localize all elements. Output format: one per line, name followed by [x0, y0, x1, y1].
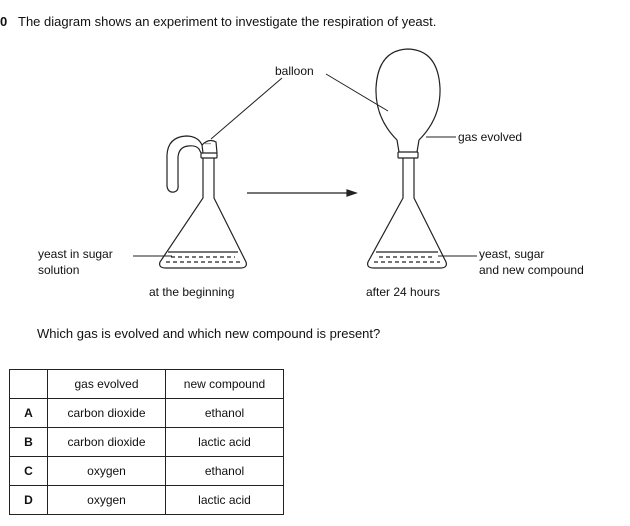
table-header-row: gas evolved new compound	[9, 369, 284, 399]
question-text: The diagram shows an experiment to inves…	[18, 14, 437, 29]
question-number: 0	[0, 14, 8, 29]
table-row[interactable]: A carbon dioxide ethanol	[9, 398, 284, 428]
table-row[interactable]: D oxygen lactic acid	[9, 485, 284, 515]
deflated-balloon	[166, 135, 204, 193]
leader-balloon-left	[210, 77, 283, 140]
label-yeast-right-1: yeast, sugar	[479, 247, 544, 261]
leader-balloon-right	[325, 73, 389, 112]
flask-left	[159, 135, 247, 269]
table-row[interactable]: C oxygen ethanol	[9, 456, 284, 486]
label-yeast-right-2: and new compound	[479, 263, 584, 277]
header-gas-evolved: gas evolved	[47, 369, 166, 399]
option-gas: oxygen	[47, 485, 166, 515]
yeast-experiment-diagram: '''''' balloon gas evolved yeast in suga…	[38, 48, 584, 299]
label-yeast-left-1: yeast in sugar	[38, 247, 113, 261]
option-letter: C	[9, 456, 48, 486]
label-yeast-left-2: solution	[38, 263, 79, 277]
label-balloon: balloon	[275, 64, 314, 78]
caption-beginning: at the beginning	[149, 285, 234, 299]
table-row[interactable]: B carbon dioxide lactic acid	[9, 427, 284, 457]
option-letter: D	[9, 485, 48, 515]
option-compound: lactic acid	[165, 485, 284, 515]
option-letter: B	[9, 427, 48, 457]
option-compound: ethanol	[165, 456, 284, 486]
option-gas: carbon dioxide	[47, 398, 166, 428]
option-gas: oxygen	[47, 456, 166, 486]
header-blank	[9, 369, 48, 399]
answer-options-table: gas evolved new compound A carbon dioxid…	[9, 369, 284, 515]
label-gas-evolved: gas evolved	[458, 130, 522, 144]
option-gas: carbon dioxide	[47, 427, 166, 457]
option-letter: A	[9, 398, 48, 428]
caption-24-hours: after 24 hours	[366, 285, 440, 299]
flask-right	[367, 48, 447, 269]
arrow	[247, 189, 358, 197]
option-compound: ethanol	[165, 398, 284, 428]
sub-question-text: Which gas is evolved and which new compo…	[37, 326, 381, 341]
inflated-balloon	[375, 48, 441, 153]
option-compound: lactic acid	[165, 427, 284, 457]
balloon-wrinkle-marks: ''''''	[205, 143, 211, 149]
header-new-compound: new compound	[165, 369, 284, 399]
